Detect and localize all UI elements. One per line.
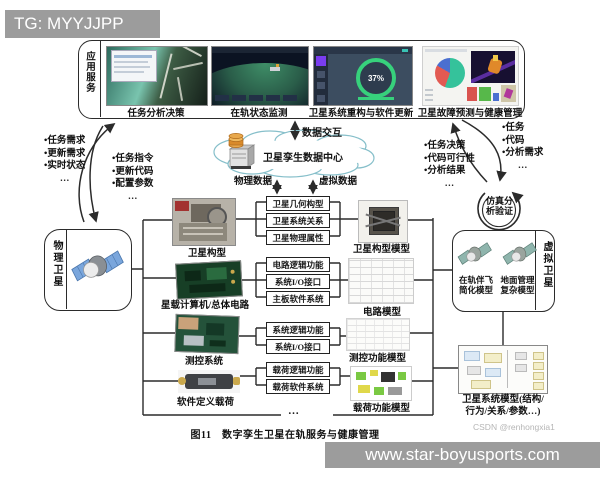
data-exchange-label: 数据交互 [302,128,342,139]
physical-satellite-image [71,250,124,282]
physical-data-label: 物理数据 [234,177,273,187]
screen-label-update: 卫星系统重构与软件更新 [308,109,414,119]
attr-box-geometry: 卫星几何构型 [266,196,330,211]
data-server-icon [228,133,256,169]
screen-software-update: 37% [313,46,413,106]
screen-label-monitoring: 在轨状态监测 [230,109,288,119]
downlink-arrow [88,125,104,223]
attr-box-circuit-logic: 电路逻辑功能 [266,257,330,272]
cloud-label: 卫星孪生数据中心 [263,153,343,164]
attr-box-payload-logic: 载荷逻辑功能 [266,362,330,377]
onboard-computer-photo [175,260,243,300]
system-model-label: 卫星系统模型(结构/ 行为/关系/参数…) [462,395,544,417]
app-services-label: 应用服务 [84,51,94,93]
circuit-model-image [348,258,414,304]
orbit-companion-model-image [457,242,492,265]
ttc-model-image [346,318,410,351]
tree-connectors [130,201,504,416]
screen-label-health: 卫星故障预测与健康管理 [417,109,523,119]
progress-ring: 37% [356,58,396,98]
sim-verify-circle-arrow [477,191,524,231]
to-sim-flow-list: •任务 •代码 •分析需求 … [502,123,544,171]
from-sim-arrow [450,122,488,183]
sim-verify-label: 仿真分 析验证 [485,196,513,216]
structure-model-image [358,200,408,243]
attr-box-relations: 卫星系统关系 [266,213,330,228]
virtual-box-divider [535,230,536,310]
payload-model-image [350,366,412,401]
system-model-image [458,345,548,394]
screen-health-management [422,46,519,106]
ttc-system-photo [174,313,240,355]
screen-orbit-monitoring [211,46,309,106]
browser-window [111,50,157,82]
downlink-flow-list: •任务指令 •更新代码 •配置参数 … [112,154,154,202]
attr-box-io-1: 系统I/O接口 [266,274,330,289]
banner-divider [100,40,101,117]
uplink-arrow [78,122,116,223]
attr-box-physical: 卫星物理属性 [266,230,330,245]
virtual-satellite-label: 虚拟卫星 [541,241,552,289]
model-label-structure: 卫星构型模型 [353,245,411,255]
component-label-structure: 卫星构型 [188,249,227,259]
progress-caption [358,97,394,100]
model-label-payload: 载荷功能模型 [353,404,411,414]
folder-icon [316,56,326,66]
model-label-circuit: 电路模型 [363,308,402,318]
virtual-data-label: 虚拟数据 [319,177,358,187]
uplink-flow-list: •任务需求 •更新需求 •实时状态 … [44,136,86,184]
satellite-render [471,51,515,83]
component-label-payload: 软件定义载荷 [177,398,235,408]
to-sim-arrow [461,119,507,182]
pie-chart [435,58,465,88]
attr-box-io-2: 系统I/O接口 [266,339,330,354]
attr-box-mainboard-sw: 主板软件系统 [266,291,330,306]
component-label-ttc: 测控系统 [185,357,224,367]
site-watermark: www.star-boyusports.com [325,442,600,468]
monitored-satellite [270,67,280,71]
screen-mission-analysis [106,46,208,106]
more-components-ellipsis: … [288,405,299,417]
figure-caption: 图11 数字孪生卫星在轨服务与健康管理 [190,430,380,441]
tg-watermark: TG: MYYJJPP [5,10,160,38]
data-cloud-shape [213,129,375,178]
app-sidebar [314,54,328,105]
thumbnail [501,85,516,102]
physical-box-divider [66,229,67,309]
sdr-payload-photo [178,370,240,393]
truss-beam [159,53,173,99]
window-buttons [402,49,408,52]
ground-management-model-image [502,242,537,265]
component-label-computer: 星载计算机/总体电路 [161,301,250,311]
ground-management-model-label: 地面管理 复杂模型 [500,275,535,295]
attr-box-system-logic: 系统逻辑功能 [266,322,330,337]
screen-label-mission: 任务分析决策 [127,109,185,119]
physical-satellite-label: 物理卫星 [51,240,62,288]
orbit-companion-model-label: 在轨伴飞 简化模型 [458,275,493,295]
satellite-structure-photo [172,198,236,246]
virtual-satellite-box [452,230,555,312]
app-services-banner [78,40,525,119]
attr-box-payload-sw: 载荷软件系统 [266,379,330,394]
csdn-watermark: CSDN @renhongxia1 [473,422,555,432]
model-label-ttc: 测控功能模型 [349,354,407,364]
from-sim-flow-list: •任务决策 •代码可行性 •分析结果 … [424,141,475,189]
